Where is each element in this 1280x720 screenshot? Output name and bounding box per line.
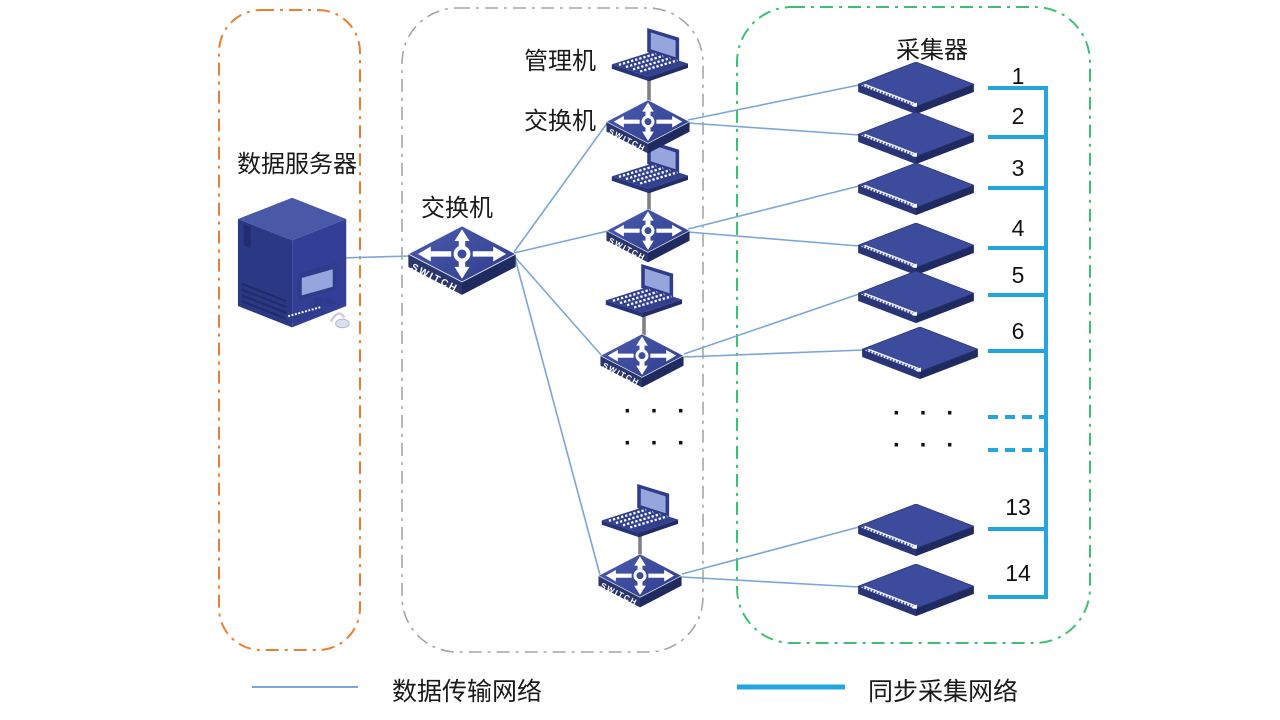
port-number-5: 5 <box>1011 262 1025 288</box>
main-switch-label: 交换机 <box>421 195 493 222</box>
port-number-1: 1 <box>1011 63 1025 89</box>
middle-column-ellipsis-2: · · · <box>624 430 692 457</box>
management-laptop-label: 管理机 <box>524 48 596 75</box>
port-number-6: 6 <box>1011 318 1025 344</box>
data-server-label: 数据服务器 <box>237 151 357 178</box>
port-number-4: 4 <box>1011 215 1025 241</box>
laptop-switch-links <box>638 62 651 560</box>
port-number-14: 14 <box>1005 560 1031 586</box>
port-number-2: 2 <box>1011 103 1025 129</box>
legend-sync-network-label: 同步采集网络 <box>868 678 1019 706</box>
collector-column-ellipsis-2: · · · <box>893 432 961 459</box>
collector-zone-border <box>736 6 1091 644</box>
legend-data-network-label: 数据传输网络 <box>392 678 543 706</box>
sub-switch-label: 交换机 <box>524 108 596 135</box>
port-number-13: 13 <box>1005 494 1031 520</box>
middle-column-ellipsis-1: · · · <box>624 398 692 425</box>
data-network-lines <box>339 84 864 588</box>
collector-column-ellipsis-1: · · · <box>893 400 961 427</box>
collector-zone-label: 采集器 <box>896 37 968 64</box>
port-number-3: 3 <box>1011 155 1025 181</box>
data-server-zone-border <box>218 9 361 651</box>
sync-network-bus <box>988 86 1048 599</box>
management-zone-border <box>401 7 704 653</box>
